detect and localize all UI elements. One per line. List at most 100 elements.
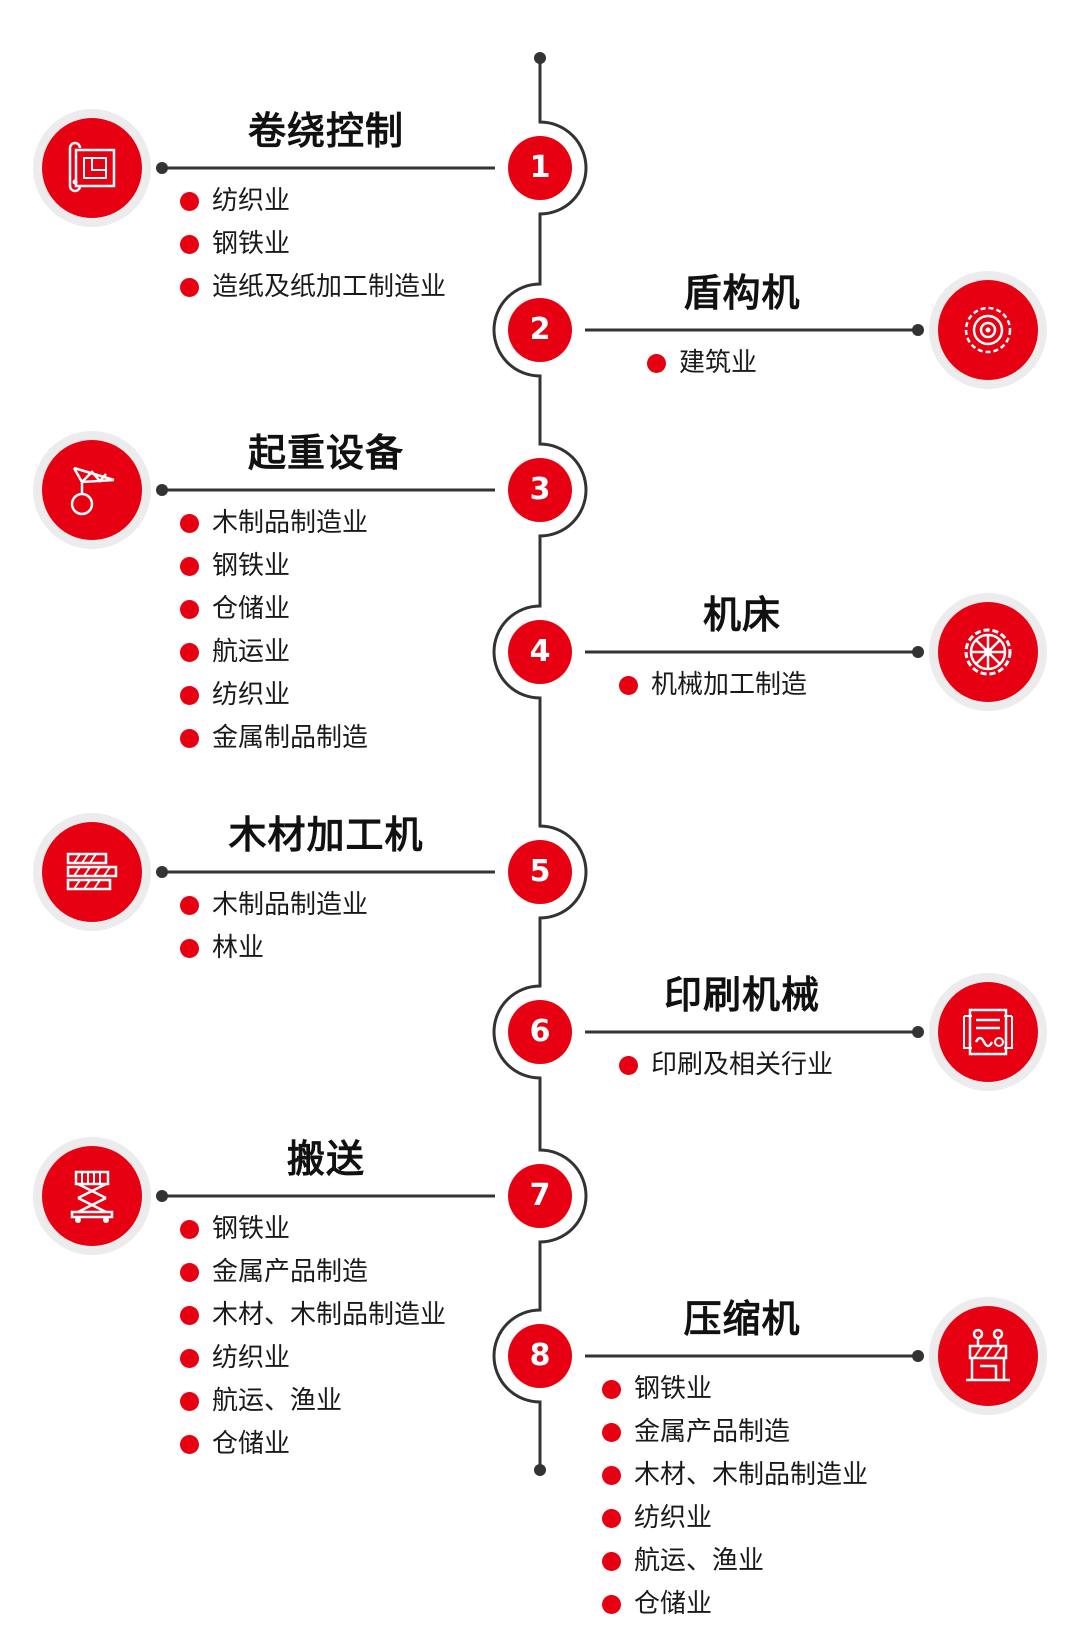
printer-document-icon xyxy=(938,982,1038,1082)
bullet-dot xyxy=(180,686,199,705)
crane-hook-icon xyxy=(70,466,115,516)
wheel-gear-icon xyxy=(938,602,1038,702)
timeline-end-dot xyxy=(534,1464,546,1476)
industry-item: 仓储业 xyxy=(180,588,368,631)
bullet-dot xyxy=(180,514,199,533)
industry-list: 机械加工制造 xyxy=(619,664,807,707)
industry-item: 印刷及相关行业 xyxy=(619,1044,833,1087)
timeline-line xyxy=(492,58,588,1470)
bullet-dot xyxy=(180,729,199,748)
node-icon-halo xyxy=(33,1137,151,1255)
printer-document-icon xyxy=(963,1008,1013,1056)
connector-end-dot xyxy=(912,324,924,336)
industry-item: 钢铁业 xyxy=(180,223,446,266)
bullet-dot xyxy=(180,235,199,254)
industry-list: 木制品制造业 钢铁业 仓储业 航运业 纺织业 金属制品制造 xyxy=(180,502,368,760)
industry-label: 纺织业 xyxy=(212,680,291,710)
scissor-lift-icon xyxy=(70,1170,114,1223)
industry-label: 造纸及纸加工制造业 xyxy=(212,272,447,302)
industry-label: 建筑业 xyxy=(679,348,758,378)
node-number-badge: 2 xyxy=(508,298,572,362)
industry-label: 航运业 xyxy=(212,637,291,667)
connector-end-dot xyxy=(156,162,168,174)
connector-end-dot xyxy=(912,1350,924,1362)
wheel-gear-icon xyxy=(964,628,1012,676)
industry-label: 金属产品制造 xyxy=(634,1417,791,1447)
scissor-lift-icon xyxy=(42,1146,142,1246)
timeline-end-dot xyxy=(534,52,546,64)
industry-item: 木制品制造业 xyxy=(180,884,368,927)
bullet-dot xyxy=(180,557,199,576)
node-number-badge: 4 xyxy=(508,620,572,684)
bullet-dot xyxy=(602,1595,621,1614)
node-number-badge: 5 xyxy=(508,840,572,904)
node-number-badge: 7 xyxy=(508,1164,572,1228)
node-icon-halo xyxy=(929,271,1047,389)
bullet-dot xyxy=(619,1056,638,1075)
crane-hook-icon xyxy=(42,440,142,540)
bullet-dot xyxy=(180,278,199,297)
industry-label: 航运、渔业 xyxy=(634,1546,765,1576)
industry-label: 仓储业 xyxy=(634,1589,713,1619)
industry-label: 钢铁业 xyxy=(634,1374,713,1404)
industry-item: 纺织业 xyxy=(180,674,368,717)
lumber-boards-icon xyxy=(42,822,142,922)
industry-label: 木制品制造业 xyxy=(212,508,369,538)
industry-item: 钢铁业 xyxy=(180,1208,446,1251)
node-title: 木材加工机 xyxy=(228,813,424,857)
bullet-dot xyxy=(180,1306,199,1325)
industry-item: 纺织业 xyxy=(180,180,446,223)
industry-item: 航运业 xyxy=(180,631,368,674)
industry-label: 木材、木制品制造业 xyxy=(212,1300,447,1330)
press-machine-icon xyxy=(966,1328,1010,1382)
node-title: 机床 xyxy=(702,593,781,637)
industry-label: 印刷及相关行业 xyxy=(651,1050,834,1080)
industry-item: 木材、木制品制造业 xyxy=(180,1294,446,1337)
industry-label: 金属制品制造 xyxy=(212,723,369,753)
industry-label: 仓储业 xyxy=(212,1429,291,1459)
node-number-badge: 8 xyxy=(508,1324,572,1388)
industry-label: 仓储业 xyxy=(212,594,291,624)
industry-item: 航运、渔业 xyxy=(602,1540,868,1583)
node-icon-halo xyxy=(33,109,151,227)
tunnel-boring-icon xyxy=(938,280,1038,380)
connector-end-dot xyxy=(912,646,924,658)
industry-list: 建筑业 xyxy=(647,342,757,385)
industry-label: 钢铁业 xyxy=(212,551,291,581)
industry-item: 木制品制造业 xyxy=(180,502,368,545)
industry-item: 航运、渔业 xyxy=(180,1380,446,1423)
node-number-badge: 3 xyxy=(508,458,572,522)
industry-item: 钢铁业 xyxy=(602,1368,868,1411)
industry-label: 航运、渔业 xyxy=(212,1386,343,1416)
industry-item: 建筑业 xyxy=(647,342,757,385)
industry-item: 林业 xyxy=(180,927,368,970)
bullet-dot xyxy=(180,643,199,662)
bullet-dot xyxy=(180,896,199,915)
industry-item: 金属制品制造 xyxy=(180,717,368,760)
industry-label: 纺织业 xyxy=(634,1503,713,1533)
industry-list: 木制品制造业 林业 xyxy=(180,884,368,970)
node-title: 起重设备 xyxy=(247,431,404,475)
connector-end-dot xyxy=(156,484,168,496)
bullet-dot xyxy=(602,1509,621,1528)
bullet-dot xyxy=(180,1392,199,1411)
industry-label: 纺织业 xyxy=(212,186,291,216)
tunnel-boring-icon xyxy=(964,306,1012,354)
industry-item: 金属产品制造 xyxy=(180,1251,446,1294)
bullet-dot xyxy=(180,1220,199,1239)
industry-item: 仓储业 xyxy=(602,1583,868,1626)
industry-label: 金属产品制造 xyxy=(212,1257,369,1287)
node-icon-halo xyxy=(929,1297,1047,1415)
node-title: 卷绕控制 xyxy=(247,109,404,153)
industry-label: 木制品制造业 xyxy=(212,890,369,920)
bullet-dot xyxy=(602,1552,621,1571)
industry-label: 纺织业 xyxy=(212,1343,291,1373)
blueprint-icon xyxy=(68,141,116,193)
industry-item: 纺织业 xyxy=(180,1337,446,1380)
industry-list: 印刷及相关行业 xyxy=(619,1044,833,1087)
industry-item: 木材、木制品制造业 xyxy=(602,1454,868,1497)
node-title: 盾构机 xyxy=(683,271,801,315)
industry-label: 林业 xyxy=(212,933,265,963)
node-icon-halo xyxy=(929,593,1047,711)
node-title: 压缩机 xyxy=(683,1297,801,1341)
